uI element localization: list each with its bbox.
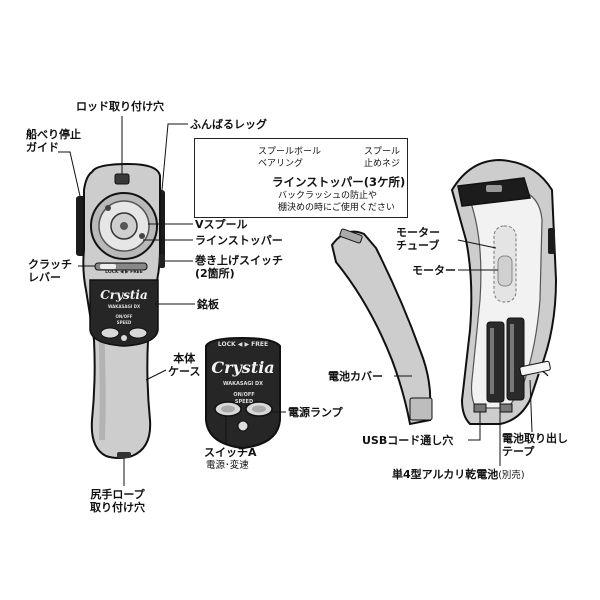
spool-detail-inset xyxy=(194,138,408,218)
spool-bearing-text: スプールボール ベアリング xyxy=(258,147,322,169)
power-lamp-label: 電源ランプ xyxy=(288,406,343,419)
rod-hole-label: ロッド取り付け穴 xyxy=(76,100,164,113)
closeup-speed-text: SPEED xyxy=(234,399,254,405)
aa-battery-1 xyxy=(486,321,505,403)
switch-a-sub-label: 電源･変速 xyxy=(206,460,249,471)
aa-battery-2 xyxy=(506,317,525,401)
line-stopper-3-label: ラインストッパー(3ケ所) xyxy=(272,175,406,189)
winding-switch-label: 巻き上げスイッチ (2箇所) xyxy=(195,254,283,280)
aa-battery-label: 単4型アルカリ乾電池(別売) xyxy=(392,468,525,482)
line-stopper-note: バックラッシュの防止や 棚決めの時にご使用ください xyxy=(278,191,395,213)
body-case-label: 本体 ケース xyxy=(168,352,201,378)
v-spool-label: Vスプール xyxy=(195,218,248,231)
spool-screw-label: スプール 止めネジ xyxy=(364,146,400,170)
battery-tape-part xyxy=(519,360,551,377)
closeup-onoff-text: ON/OFF xyxy=(233,392,255,398)
battery-cover-label: 電池カバー xyxy=(328,370,383,383)
battery-cover-part xyxy=(330,230,432,426)
switch-a-label: スイッチA xyxy=(204,446,257,459)
front-speed-text: SPEED xyxy=(116,320,132,325)
closeup-lock-free-text: LOCK ◀ ▶ FREE xyxy=(217,341,269,348)
aa-battery-text: 単4型アルカリ乾電池 xyxy=(392,468,499,481)
clutch-lever-label: クラッチ レバー xyxy=(28,258,72,284)
spool-bearing-label: スプールボール ベアリング xyxy=(258,146,321,170)
tail-rope-label: 尻手ロープ 取り付け穴 xyxy=(90,488,145,514)
motor-part xyxy=(497,255,513,287)
reel-front-view xyxy=(76,162,165,459)
battery-tape-label: 電池取り出し テープ xyxy=(502,432,568,458)
front-model-text: WAKASAGI DX xyxy=(107,304,141,309)
motor-tube-label: モーター チューブ xyxy=(396,226,440,252)
guide-stopper-label: 船べり停止 ガイド xyxy=(26,128,81,154)
spool-screw-text: スプール 止めネジ xyxy=(364,147,401,169)
usb-hole-label: USBコード通し穴 xyxy=(362,434,454,447)
funbaru-leg-label: ふんばるレッグ xyxy=(190,118,267,131)
closeup-brand-text: Crystia xyxy=(211,358,275,377)
nameplate-label: 銘板 xyxy=(197,298,219,311)
front-onoff-text: ON/OFF xyxy=(115,314,133,319)
motor-label: モーター xyxy=(412,264,456,277)
front-brand-text: Crystia xyxy=(100,288,148,302)
nameplate-closeup xyxy=(205,336,281,450)
front-lock-free-text: LOCK ◀ ▶ FREE xyxy=(105,270,143,275)
power-lamp-part xyxy=(237,420,249,432)
closeup-model-text: WAKASAGI DX xyxy=(222,381,264,387)
line-stopper-label: ラインストッパー xyxy=(195,234,283,247)
aa-battery-note: (別売) xyxy=(498,470,525,481)
rod-hole-part xyxy=(114,173,130,185)
